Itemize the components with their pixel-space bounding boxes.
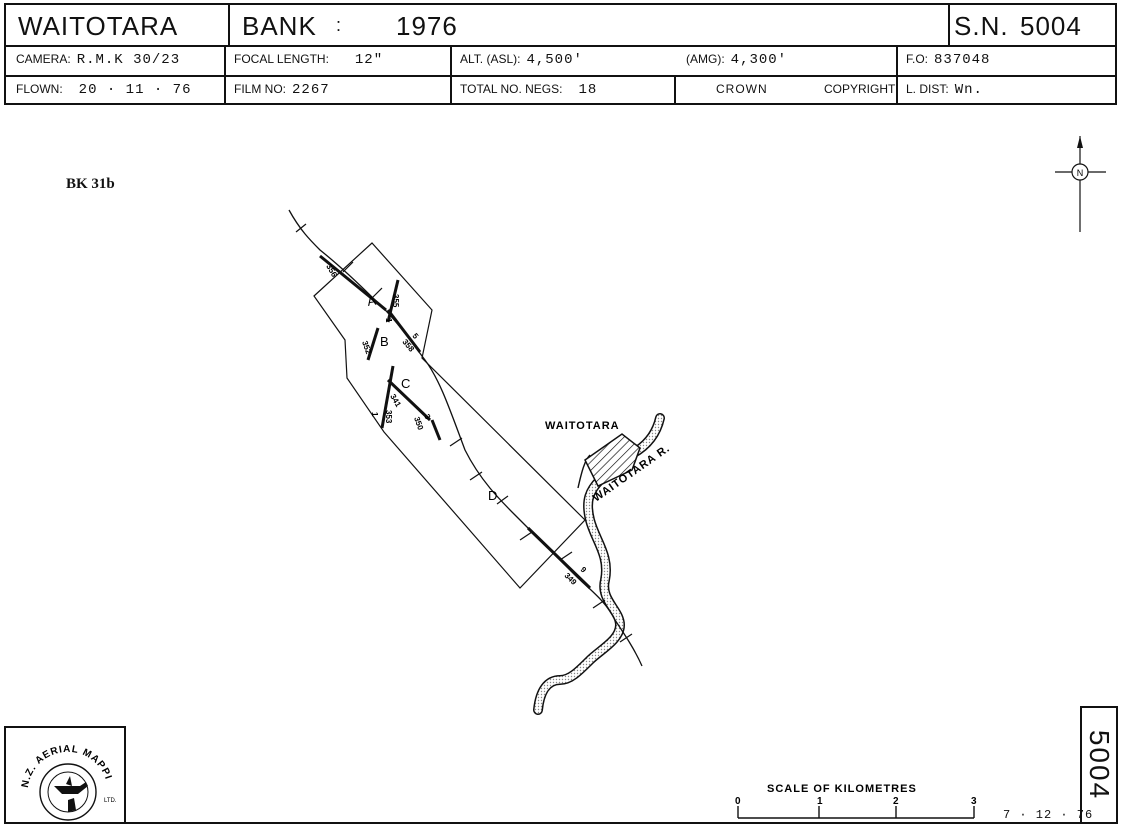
town-area — [584, 433, 641, 487]
scale-title: SCALE OF KILOMETRES — [767, 783, 917, 795]
frame-5: 5 — [410, 332, 420, 342]
frame-356: 356 — [324, 263, 339, 280]
logo-text: N.Z. AERIAL MAPPING — [6, 728, 114, 789]
bank-label: BANK — [242, 11, 317, 41]
frame-341: 341 — [388, 393, 403, 410]
colon: : — [336, 15, 343, 35]
run-b-line — [366, 327, 380, 361]
run-label-d: D — [488, 488, 497, 503]
frame-353: 353 — [384, 410, 393, 424]
main-track — [288, 209, 643, 667]
run-label-c: C — [401, 376, 410, 391]
ldist-field: L. DIST:Wn. — [906, 82, 983, 98]
flight-runs — [319, 254, 592, 590]
header-row-title: WAITOTARA BANK : 1976 S.N. 5004 — [6, 5, 1115, 47]
run-d-line — [526, 526, 592, 590]
copyright-label: COPYRIGHT — [824, 82, 896, 96]
scale-tick-1: 1 — [817, 796, 823, 807]
track-ticks — [295, 223, 633, 643]
alt-asl-field: ALT. (ASL):4,500' — [460, 52, 583, 68]
date-stamp: 7 · 12 · 76 — [1003, 808, 1094, 822]
year: 1976 — [396, 11, 458, 41]
camera-field: CAMERA:R.M.K 30/23 — [16, 52, 181, 68]
run-c-line — [386, 378, 432, 422]
bottom-border — [126, 822, 1080, 824]
scale-bar: SCALE OF KILOMETRES 0 1 2 3 — [735, 783, 977, 819]
north-letter: N — [1077, 168, 1084, 178]
sn-label: S.N. — [954, 11, 1009, 41]
negs-field: TOTAL NO. NEGS:18 — [460, 82, 598, 98]
frame-3: 3 — [422, 413, 432, 422]
run-label-b: B — [380, 334, 389, 349]
crown-label: CROWN — [716, 82, 768, 96]
alt-amg-field: (AMG):4,300' — [686, 52, 788, 68]
scale-tick-2: 2 — [893, 796, 899, 807]
frame-355: 355 — [391, 294, 400, 308]
frame-9: 9 — [579, 565, 589, 575]
frame-1: 1 — [384, 318, 393, 323]
aerial-mapping-logo: N.Z. AERIAL MAPPING LTD. — [2, 720, 126, 824]
frame-1b: 1 — [370, 412, 379, 417]
coverage-area — [313, 242, 586, 589]
sheet-reference: BK 31b — [66, 176, 115, 192]
fo-field: F.O:837048 — [906, 52, 991, 68]
film-no-field: FILM NO:2267 — [234, 82, 330, 98]
north-arrow-icon: N — [1055, 136, 1106, 232]
run-b2-line — [380, 365, 395, 429]
frame-350: 350 — [412, 416, 425, 432]
frame-352: 352 — [360, 340, 373, 356]
run-b-top — [386, 279, 400, 323]
scale-tick-3: 3 — [971, 796, 977, 807]
header-table: WAITOTARA BANK : 1976 S.N. 5004 CAMERA:R… — [4, 3, 1117, 105]
run-c2-line — [430, 419, 442, 441]
side-number: 5004 — [1084, 729, 1115, 801]
logo-ltd: LTD. — [104, 798, 117, 804]
header-row-camera: CAMERA:R.M.K 30/23 FOCAL LENGTH:12" ALT.… — [6, 45, 1115, 77]
run-a2-line — [386, 309, 422, 353]
scale-tick-0: 0 — [735, 796, 741, 807]
town-label: WAITOTARA — [545, 420, 620, 432]
flown-field: FLOWN:20 · 11 · 76 — [16, 82, 192, 98]
run-label-a: A — [366, 293, 377, 309]
focal-length-field: FOCAL LENGTH:12" — [234, 52, 384, 68]
header-row-flown: FLOWN:20 · 11 · 76 FILM NO:2267 TOTAL NO… — [6, 75, 1115, 105]
side-number-box: 5004 — [1080, 706, 1118, 824]
run-a-line — [319, 254, 387, 312]
place-title: WAITOTARA — [18, 11, 179, 41]
sn-value: 5004 — [1020, 11, 1082, 41]
